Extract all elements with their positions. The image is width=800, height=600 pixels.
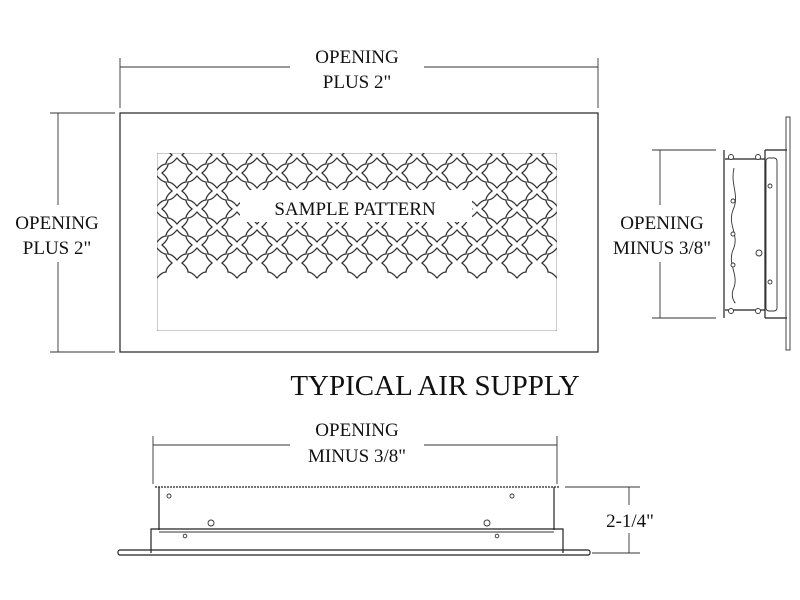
- pattern-cutout: [440, 228, 474, 262]
- pattern-cutout: [460, 174, 494, 208]
- pattern-cutout: [500, 153, 534, 172]
- pattern-cutout: [440, 156, 474, 190]
- pattern-cutout: [160, 228, 194, 262]
- front-height-label-line2: PLUS 2": [23, 238, 91, 259]
- pattern-cutout: [520, 228, 554, 262]
- sample-pattern-label: SAMPLE PATTERN: [274, 199, 436, 220]
- front-height-dimension: OPENING PLUS 2": [15, 112, 115, 353]
- pattern-cutout: [500, 246, 534, 280]
- pattern-cutout: [300, 246, 334, 280]
- pattern-cutout: [460, 153, 494, 172]
- pattern-cutout: [220, 174, 254, 208]
- pattern-cutout: [480, 192, 514, 226]
- grille-pattern: [157, 140, 632, 331]
- front-height-label-line1: OPENING: [15, 213, 99, 234]
- front-width-dimension: OPENING PLUS 2": [119, 47, 599, 108]
- grille-front-view: SAMPLE PATTERN: [119, 112, 632, 353]
- pattern-cutout: [180, 153, 214, 172]
- pattern-cutout: [200, 156, 234, 190]
- pattern-cutout: [240, 228, 274, 262]
- pattern-cutout: [540, 210, 557, 244]
- pattern-cutout: [562, 194, 592, 224]
- pattern-cutout: [540, 246, 557, 280]
- pattern-cutout: [220, 153, 254, 172]
- pattern-cutout: [562, 158, 592, 188]
- pattern-cutout: [280, 156, 314, 190]
- pattern-cutout: [582, 212, 612, 242]
- pattern-cutout: [520, 192, 554, 226]
- pattern-cutout: [480, 156, 514, 190]
- pattern-cutout: [240, 156, 274, 190]
- pattern-cutout: [420, 153, 454, 172]
- side-height-dimension: OPENING MINUS 3/8": [613, 149, 716, 319]
- pattern-cutout: [340, 153, 374, 172]
- pattern-cutout: [500, 174, 534, 208]
- pattern-cutout: [157, 210, 174, 244]
- pattern-cutout: [260, 153, 294, 172]
- bottom-width-label-line1: OPENING: [315, 420, 399, 441]
- side-height-label-line2: MINUS 3/8": [613, 238, 711, 259]
- pattern-cutout: [540, 174, 557, 208]
- pattern-cutout: [360, 156, 394, 190]
- bottom-width-label-line2: MINUS 3/8": [308, 446, 406, 467]
- pattern-cutout: [582, 176, 612, 206]
- grille-bottom-view: [117, 486, 591, 556]
- pattern-cutout: [582, 248, 612, 278]
- pattern-cutout: [157, 174, 174, 208]
- pattern-cutout: [220, 246, 254, 280]
- pattern-cutout: [420, 246, 454, 280]
- pattern-cutout: [380, 153, 414, 172]
- pattern-cutout: [340, 246, 374, 280]
- pattern-cutout: [480, 228, 514, 262]
- pattern-cutout: [160, 156, 194, 190]
- pattern-cutout: [300, 153, 334, 172]
- grille-side-view: [723, 116, 791, 351]
- side-height-label-line1: OPENING: [620, 213, 704, 234]
- pattern-cutout: [260, 246, 294, 280]
- pattern-cutout: [380, 246, 414, 280]
- pattern-cutout: [360, 228, 394, 262]
- pattern-cutout: [160, 192, 194, 226]
- pattern-cutout: [320, 156, 354, 190]
- front-width-label-line2: PLUS 2": [323, 72, 391, 93]
- front-width-label-line1: OPENING: [315, 47, 399, 68]
- pattern-cutout: [180, 246, 214, 280]
- pattern-cutout: [157, 246, 174, 280]
- depth-dimension: 2-1/4": [565, 486, 654, 554]
- pattern-cutout: [200, 192, 234, 226]
- pattern-cutout: [400, 228, 434, 262]
- depth-label: 2-1/4": [606, 511, 654, 532]
- pattern-cutout: [200, 228, 234, 262]
- pattern-cutout: [280, 228, 314, 262]
- pattern-cutout: [520, 156, 554, 190]
- pattern-cutout: [400, 156, 434, 190]
- pattern-cutout: [582, 140, 612, 170]
- pattern-cutout: [180, 174, 214, 208]
- pattern-cutout: [602, 158, 632, 188]
- pattern-cutout: [460, 246, 494, 280]
- pattern-cutout: [320, 228, 354, 262]
- pattern-cutout: [500, 210, 534, 244]
- bottom-width-dimension: OPENING MINUS 3/8": [152, 420, 558, 484]
- pattern-cutout: [180, 210, 214, 244]
- drawing-title: TYPICAL AIR SUPPLY: [290, 370, 579, 402]
- pattern-cutout: [562, 230, 592, 260]
